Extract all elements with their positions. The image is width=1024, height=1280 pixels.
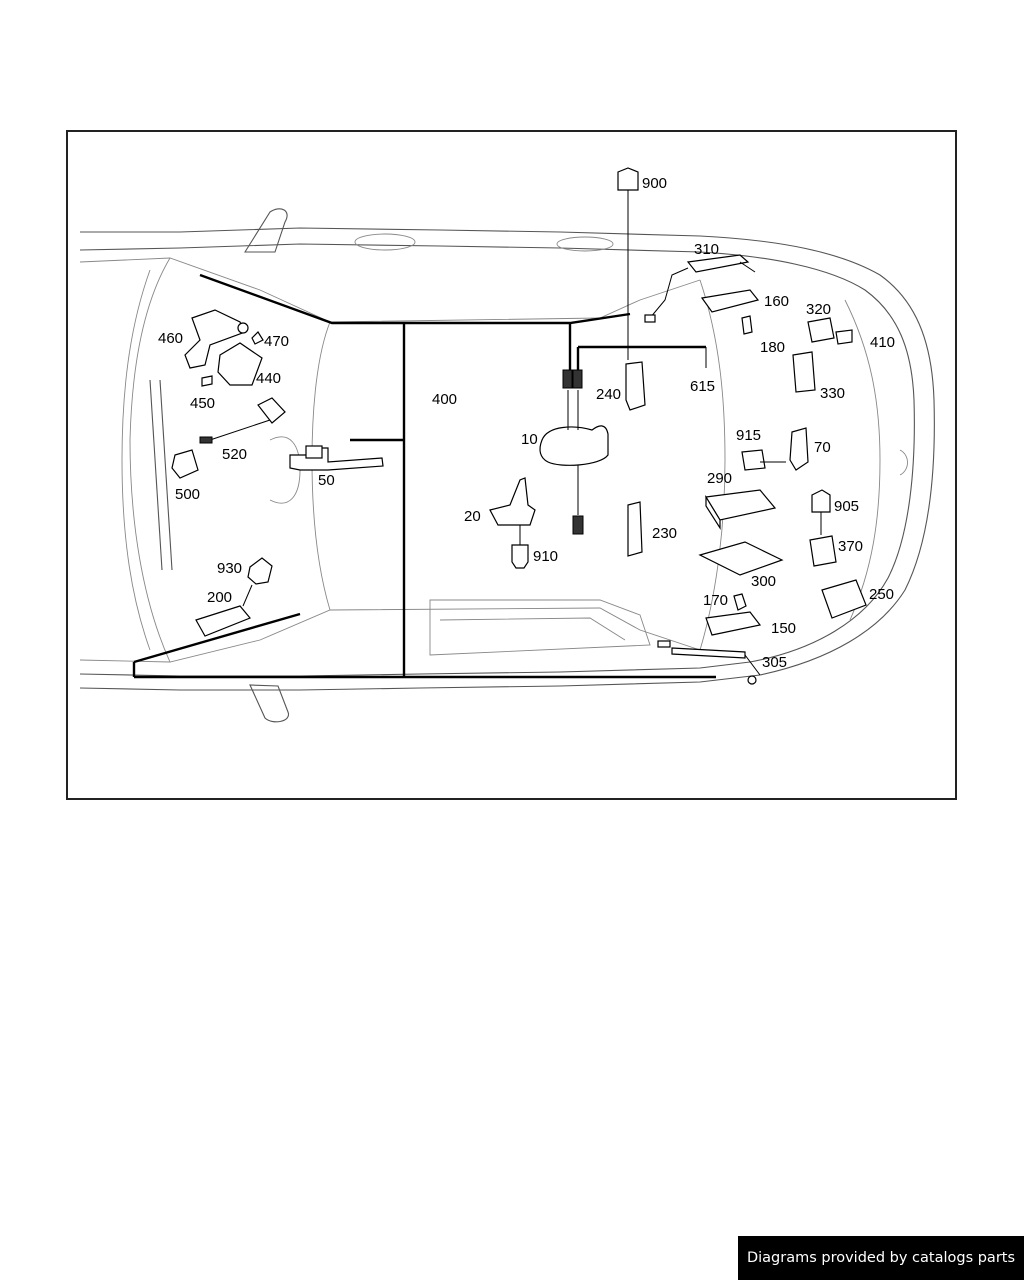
- part-500-bracket: [171, 449, 199, 479]
- label-930: 930: [217, 560, 242, 577]
- label-160: 160: [764, 293, 789, 310]
- part-250-module: [821, 579, 867, 619]
- label-310: 310: [694, 241, 719, 258]
- label-520: 520: [222, 446, 247, 463]
- leader-lines: [705, 347, 786, 463]
- part-50-sensor: [289, 447, 384, 471]
- label-370: 370: [838, 538, 863, 555]
- label-500: 500: [175, 486, 200, 503]
- diagram-frame: [66, 130, 957, 800]
- part-20-fin-antenna: [489, 477, 536, 526]
- part-305-antenna-rod: [671, 647, 746, 659]
- part-150-module: [705, 611, 762, 636]
- label-10: 10: [521, 431, 538, 448]
- label-460: 460: [158, 330, 183, 347]
- label-250: 250: [869, 586, 894, 603]
- label-20: 20: [464, 508, 481, 525]
- part-200-module: [195, 605, 251, 637]
- part-440-module: [217, 342, 263, 386]
- part-905-connector: [811, 489, 831, 513]
- part-900-connector: [617, 167, 639, 191]
- part-330-panel: [792, 351, 816, 393]
- part-310-amplifier: [686, 254, 750, 273]
- parts: [171, 167, 867, 685]
- part-470-clip: [251, 331, 264, 345]
- part-910-connector: [511, 544, 529, 569]
- label-400: 400: [432, 391, 457, 408]
- label-200: 200: [207, 589, 232, 606]
- label-170: 170: [703, 592, 728, 609]
- label-150: 150: [771, 620, 796, 637]
- part-300-bracket: [698, 541, 784, 576]
- footer-credit: Diagrams provided by catalogs parts: [738, 1236, 1024, 1280]
- part-410-pin: [835, 329, 853, 345]
- part-labels: 900 310 160 320 180 410 615 240 330 915 …: [158, 175, 895, 671]
- part-160-module: [700, 289, 760, 313]
- label-905: 905: [834, 498, 859, 515]
- label-440: 440: [256, 370, 281, 387]
- label-240: 240: [596, 386, 621, 403]
- label-470: 470: [264, 333, 289, 350]
- label-70: 70: [814, 439, 831, 456]
- part-320-connector: [807, 317, 835, 343]
- label-450: 450: [190, 395, 215, 412]
- label-320: 320: [806, 301, 831, 318]
- label-290: 290: [707, 470, 732, 487]
- part-520-sensor: [257, 397, 286, 424]
- part-930-connector: [247, 557, 273, 585]
- part-70-antenna: [789, 427, 809, 471]
- label-50: 50: [318, 472, 335, 489]
- part-10-antenna: [539, 425, 609, 466]
- part-240-module: [625, 361, 646, 411]
- label-180: 180: [760, 339, 785, 356]
- label-305: 305: [762, 654, 787, 671]
- part-170-clip: [733, 593, 747, 611]
- label-615: 615: [690, 378, 715, 395]
- label-410: 410: [870, 334, 895, 351]
- part-230-module: [627, 501, 643, 557]
- label-330: 330: [820, 385, 845, 402]
- label-915: 915: [736, 427, 761, 444]
- label-230: 230: [652, 525, 677, 542]
- wiring-harness: [132, 273, 716, 679]
- label-300: 300: [751, 573, 776, 590]
- part-915-connector: [741, 449, 766, 471]
- label-910: 910: [533, 548, 558, 565]
- part-370-module: [809, 535, 837, 567]
- part-180-clip: [741, 315, 753, 335]
- label-900: 900: [642, 175, 667, 192]
- car-outline: [79, 208, 935, 723]
- part-460-bracket: [184, 309, 246, 369]
- part-450-screw: [201, 375, 213, 387]
